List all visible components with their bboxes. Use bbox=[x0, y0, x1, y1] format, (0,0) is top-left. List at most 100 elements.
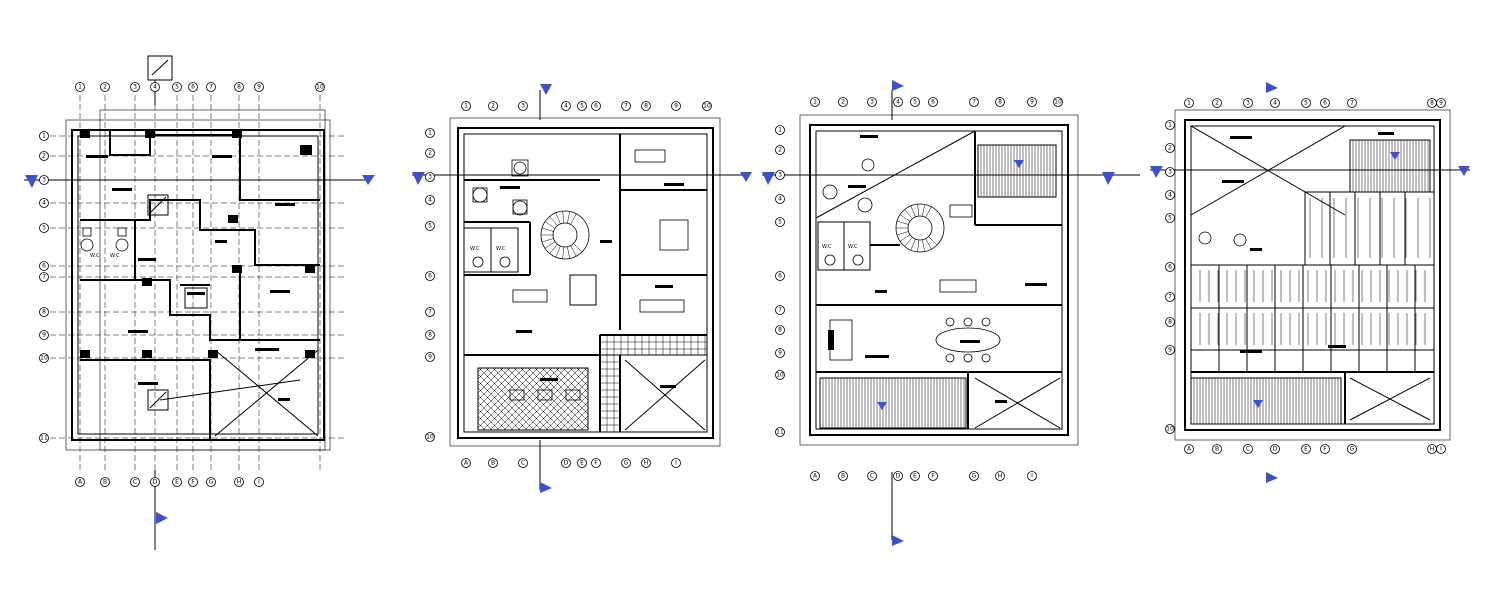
plan1-section-box-top bbox=[147, 55, 173, 81]
grid-bubble-label: G bbox=[1350, 446, 1355, 453]
grid-bubble: A bbox=[810, 471, 820, 481]
grid-bubble-label: 8 bbox=[1430, 100, 1434, 107]
grid-bubble: 1 bbox=[810, 97, 820, 107]
grid-bubble-label: 2 bbox=[103, 84, 107, 91]
grid-bubble-label: 10 bbox=[776, 372, 784, 379]
grid-bubble-label: C bbox=[870, 473, 874, 480]
grid-bubble-label: 11 bbox=[776, 429, 784, 436]
grid-bubble: 3 bbox=[867, 97, 877, 107]
grid-bubble: 5 bbox=[1301, 98, 1311, 108]
grid-bubble: 10 bbox=[39, 353, 49, 363]
grid-bubble-label: C bbox=[133, 479, 137, 486]
grid-bubble: 6 bbox=[1320, 98, 1330, 108]
grid-bubble: 1 bbox=[1165, 120, 1175, 130]
grid-bubble-label: 5 bbox=[1304, 100, 1308, 107]
plan3-section-arrow-left bbox=[762, 172, 775, 185]
grid-bubble-label: 5 bbox=[913, 99, 917, 106]
grid-bubble: D bbox=[561, 458, 571, 468]
grid-bubble: 10 bbox=[425, 432, 435, 442]
grid-bubble-label: 2 bbox=[1215, 100, 1219, 107]
grid-bubble: 7 bbox=[206, 82, 216, 92]
plan1-room-label-wc-1: W.C bbox=[90, 253, 100, 259]
grid-bubble-label: E bbox=[175, 479, 179, 486]
plan1-room-label-wc-2: W.C bbox=[110, 253, 120, 259]
grid-bubble: 3 bbox=[775, 170, 785, 180]
grid-bubble-label: A bbox=[78, 479, 83, 486]
grid-bubble: 2 bbox=[1212, 98, 1222, 108]
grid-bubble: 8 bbox=[775, 325, 785, 335]
plan1-section-arrow-left bbox=[25, 175, 38, 188]
grid-bubble-label: E bbox=[913, 473, 917, 480]
grid-bubble-label: 1 bbox=[464, 103, 468, 110]
plan2-section-arrow-left bbox=[412, 172, 425, 185]
grid-bubble-label: 6 bbox=[42, 263, 46, 270]
grid-bubble: C bbox=[867, 471, 877, 481]
grid-bubble: 8 bbox=[641, 101, 651, 111]
grid-bubble-label: G bbox=[972, 473, 977, 480]
grid-bubble: D bbox=[150, 477, 160, 487]
grid-bubble-label: 2 bbox=[1168, 145, 1172, 152]
grid-bubble: 8 bbox=[39, 307, 49, 317]
grid-bubble-label: 2 bbox=[841, 99, 845, 106]
grid-bubble: B bbox=[838, 471, 848, 481]
grid-bubble-label: H bbox=[998, 473, 1003, 480]
grid-bubble: G bbox=[206, 477, 216, 487]
grid-bubble-label: F bbox=[931, 473, 935, 480]
grid-bubble: 6 bbox=[39, 261, 49, 271]
grid-bubble: F bbox=[1320, 444, 1330, 454]
grid-bubble: 10 bbox=[775, 370, 785, 380]
grid-bubble: 5 bbox=[425, 221, 435, 231]
grid-bubble-label: D bbox=[564, 460, 569, 467]
grid-bubble: 3 bbox=[130, 82, 140, 92]
grid-bubble: 8 bbox=[234, 82, 244, 92]
plan4-section-arrow-top bbox=[1266, 82, 1278, 93]
plan3-room-label-wc-2: W.C bbox=[848, 244, 858, 250]
plan2-section-arrow-bottom bbox=[540, 482, 552, 493]
grid-bubble: 7 bbox=[621, 101, 631, 111]
grid-bubble-label: 1 bbox=[42, 133, 46, 140]
grid-bubble-label: 3 bbox=[521, 103, 525, 110]
grid-bubble: 7 bbox=[425, 307, 435, 317]
grid-bubble-label: D bbox=[896, 473, 901, 480]
grid-bubble-label: 7 bbox=[1350, 100, 1354, 107]
grid-bubble-label: 3 bbox=[133, 84, 137, 91]
grid-bubble-label: 8 bbox=[998, 99, 1002, 106]
grid-bubble-label: 4 bbox=[153, 84, 157, 91]
grid-bubble: 3 bbox=[1165, 167, 1175, 177]
grid-bubble: F bbox=[188, 477, 198, 487]
grid-bubble-label: I bbox=[675, 460, 677, 467]
grid-bubble-label: E bbox=[1304, 446, 1308, 453]
grid-bubble-label: 4 bbox=[778, 196, 782, 203]
grid-bubble: E bbox=[1301, 444, 1311, 454]
grid-bubble-label: A bbox=[813, 473, 818, 480]
grid-bubble-label: 7 bbox=[1168, 294, 1172, 301]
grid-bubble: 10 bbox=[702, 101, 712, 111]
grid-bubble-label: 1 bbox=[428, 130, 432, 137]
grid-bubble-label: B bbox=[1215, 446, 1219, 453]
grid-bubble-label: 5 bbox=[580, 103, 584, 110]
plan2-section-arrow-top bbox=[540, 84, 552, 95]
grid-bubble: 4 bbox=[1165, 190, 1175, 200]
grid-bubble-label: 8 bbox=[644, 103, 648, 110]
grid-bubble: G bbox=[969, 471, 979, 481]
grid-bubble: 2 bbox=[1165, 143, 1175, 153]
plan2-section-arrow-right bbox=[740, 172, 752, 182]
grid-bubble: 1 bbox=[75, 82, 85, 92]
plan2-room-label-wc-2: W.C bbox=[496, 246, 506, 252]
plan1-section-arrow-bottom bbox=[156, 512, 168, 524]
grid-bubble-label: 3 bbox=[870, 99, 874, 106]
grid-bubble-label: 9 bbox=[1030, 99, 1034, 106]
grid-bubble-label: 2 bbox=[428, 150, 432, 157]
grid-bubble: F bbox=[591, 458, 601, 468]
grid-bubble: 4 bbox=[775, 194, 785, 204]
grid-bubble: 11 bbox=[39, 433, 49, 443]
grid-bubble-label: 4 bbox=[428, 197, 432, 204]
grid-bubble-label: 7 bbox=[972, 99, 976, 106]
grid-bubble: 9 bbox=[1027, 97, 1037, 107]
grid-bubble: C bbox=[518, 458, 528, 468]
grid-bubble: 4 bbox=[893, 97, 903, 107]
grid-bubble: 4 bbox=[150, 82, 160, 92]
grid-bubble: 6 bbox=[425, 271, 435, 281]
grid-bubble: C bbox=[1243, 444, 1253, 454]
